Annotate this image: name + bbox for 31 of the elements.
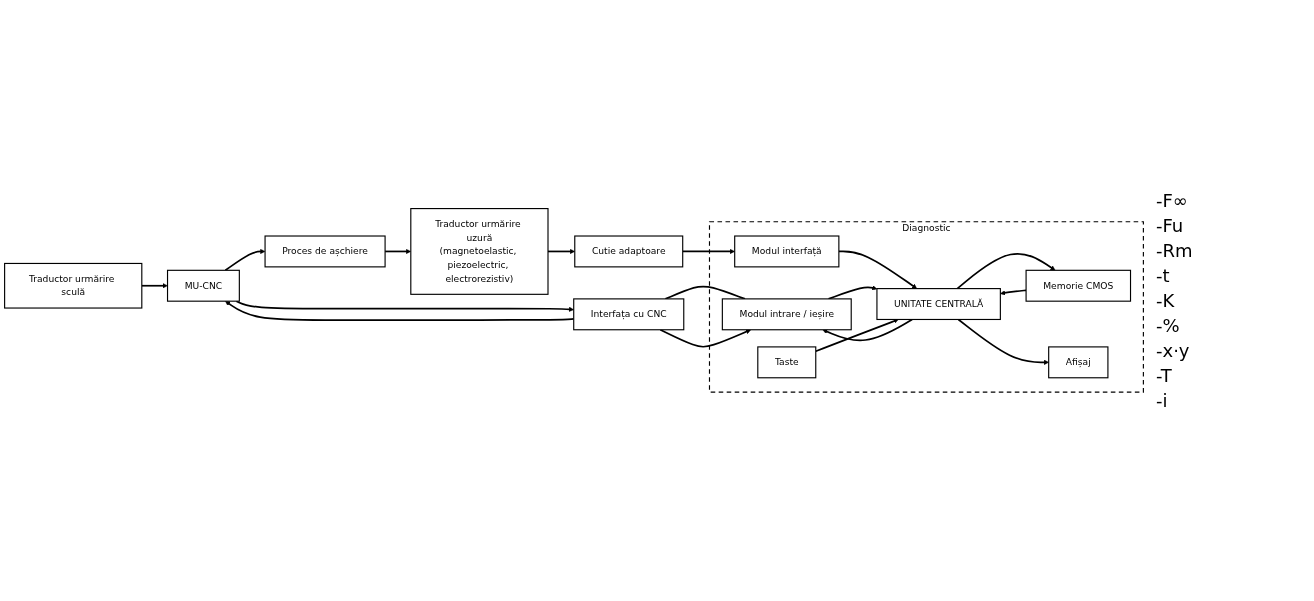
arrow [822, 318, 913, 342]
arrow [235, 300, 574, 312]
symbol-label: -% [1156, 315, 1181, 336]
node-box: Traductor urmărire uzură (magnetoelastic, piezoelectric, electrorezistiv) [410, 208, 549, 296]
node-box: Traductor urmărire sculă [4, 263, 143, 309]
node-box: Interfața cu CNC [573, 298, 685, 331]
symbol-label: -x·y [1156, 340, 1191, 361]
arrow [827, 285, 878, 300]
symbol-label: -Fu [1156, 215, 1185, 236]
symbol-label: -i [1156, 390, 1169, 411]
arrow [838, 250, 917, 289]
symbol-label: -t [1156, 265, 1171, 286]
node-box: UNITATE CENTRALĂ [876, 288, 1001, 321]
node-box: Modul interfață [734, 235, 840, 268]
node-box: MU-CNC [166, 269, 240, 302]
symbol-label: -T [1156, 365, 1173, 386]
arrow [1000, 289, 1027, 296]
node-box: Memorie CMOS [1025, 269, 1132, 302]
symbol-label: -F∞ [1156, 190, 1189, 211]
symbol-label: -K [1156, 290, 1176, 311]
arrow [659, 329, 752, 348]
arrow [957, 318, 1049, 366]
node-box: Modul intrare / ieșire [721, 298, 852, 331]
node-box: Afișaj [1048, 346, 1109, 379]
node-box: Taste [757, 346, 817, 379]
connector [664, 285, 746, 300]
symbol-label: -Rm [1156, 240, 1194, 261]
node-box: Proces de așchiere [264, 235, 386, 268]
node-box: Cutie adaptoare [574, 235, 684, 268]
arrow [224, 249, 266, 272]
arrow [956, 253, 1056, 290]
